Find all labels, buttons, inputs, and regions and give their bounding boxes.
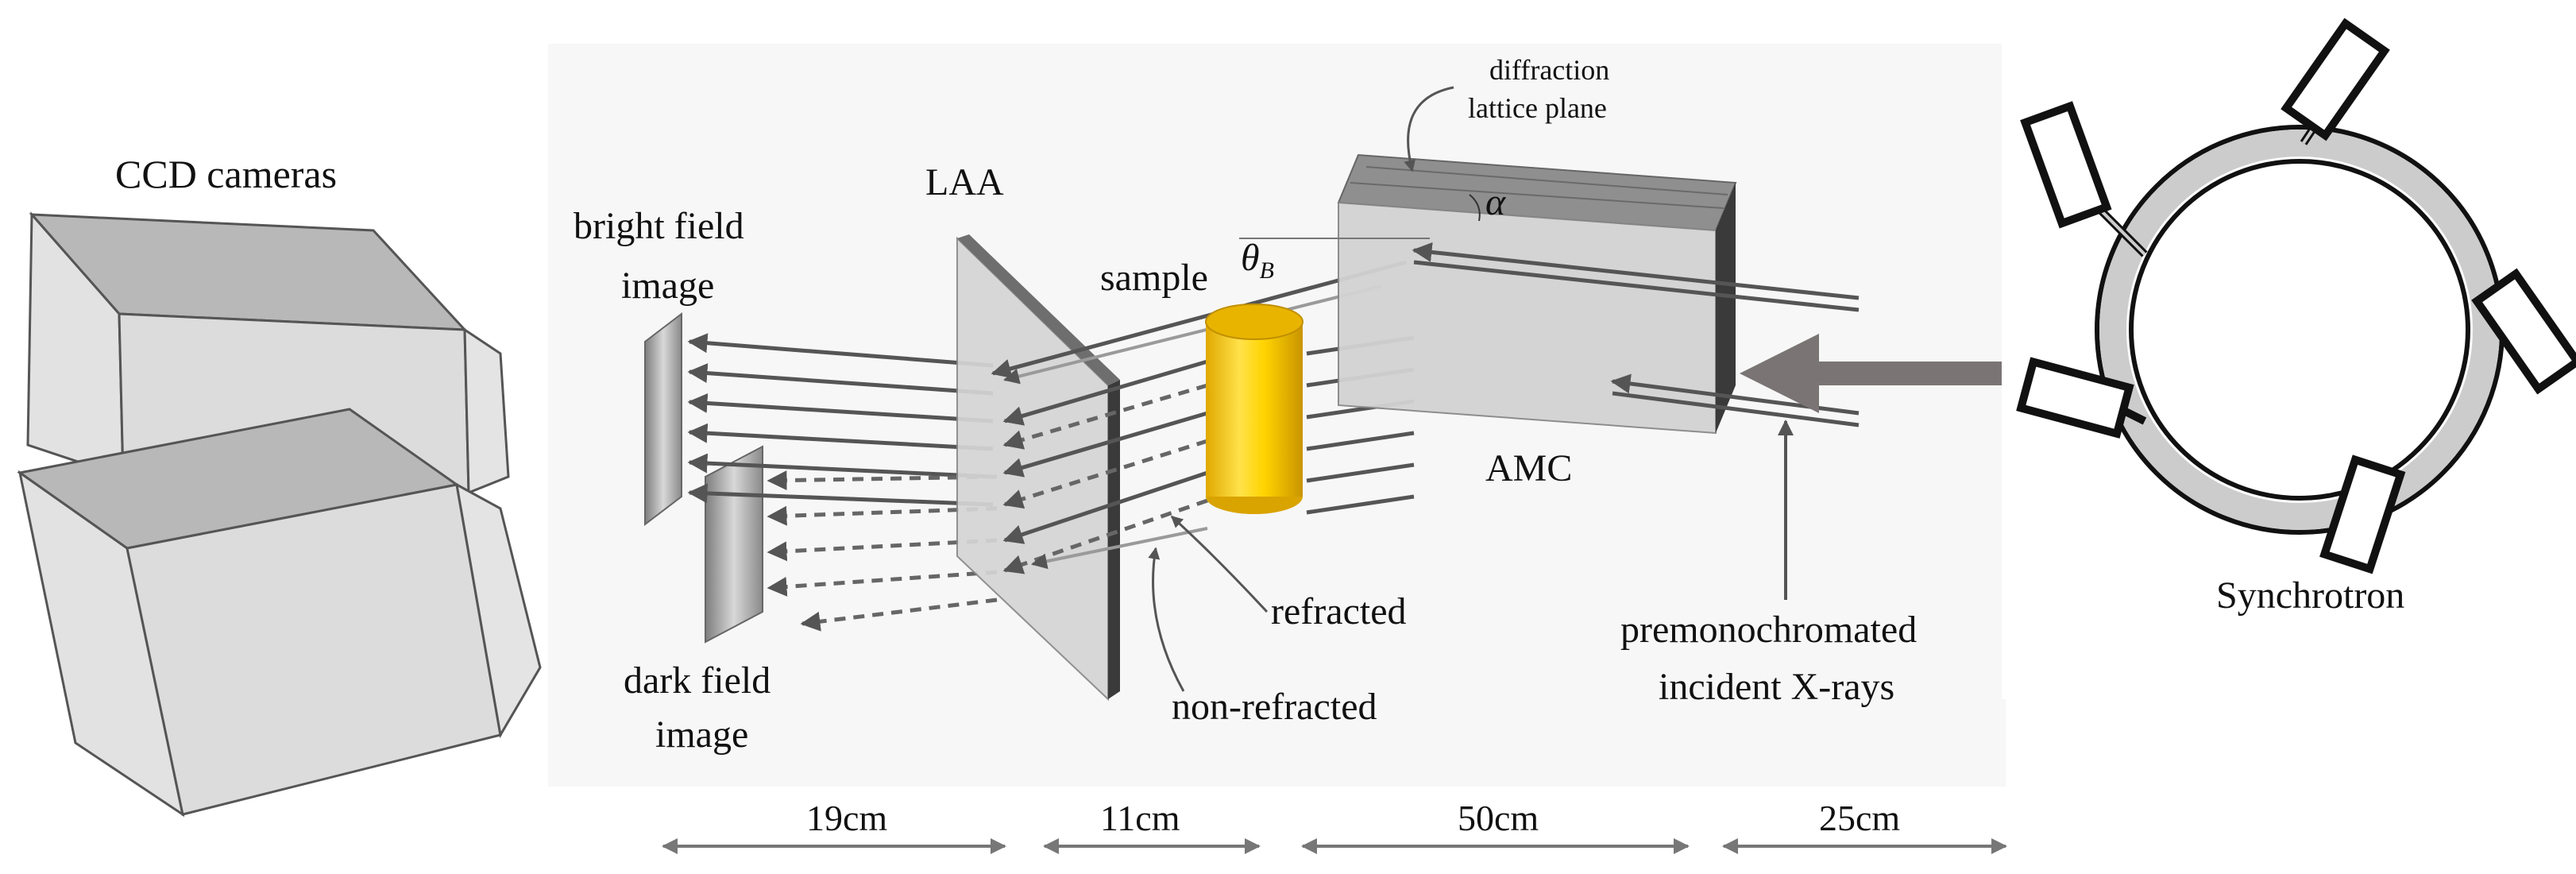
dimension-label: 50cm [1458,798,1539,838]
dimension-label: 11cm [1100,798,1180,838]
bright-field-label-line1: bright field [574,205,744,247]
refracted-label: refracted [1271,590,1407,632]
alpha-label: α [1485,181,1506,223]
diffraction-label-line2: lattice plane [1468,92,1607,124]
alpha-arc [1469,194,1481,222]
beams-to-bright-field [687,333,994,507]
ccd-cameras-label: CCD cameras [115,152,337,196]
synchrotron-ring [2002,24,2576,699]
theta-label: θB [1241,237,1274,284]
synchrotron-beamlines [2016,17,2576,574]
synchrotron-label: Synchrotron [2216,574,2404,617]
dark-field-label-line1: dark field [624,659,770,702]
ccd-camera-bottom [17,408,542,818]
amc-label: AMC [1485,447,1572,489]
non-refracted-pointer [1148,547,1185,692]
laa-label: LAA [925,161,1004,203]
diffraction-pointer [1404,86,1454,172]
bright-field-label-line2: image [621,265,714,307]
dark-field-label-line2: image [655,714,748,756]
non-refracted-label: non-refracted [1172,686,1377,728]
sample-cylinder [1205,304,1303,514]
ccd-cameras: CCD cameras [17,152,542,818]
ccd-camera-top [26,211,510,495]
bright-field-screen [644,311,682,527]
dimension-label: 25cm [1819,798,1900,838]
dimension-row: 19cm 11cm 50cm 25cm [662,798,2007,854]
dimension-label: 19cm [806,798,887,838]
beams-to-dark-field [767,470,998,632]
premono-label-line1: premonochromated [1620,609,1917,651]
beams-sample-to-laa [991,260,1407,574]
refracted-pointer [1170,515,1269,613]
diffraction-label-line1: diffraction [1489,54,1609,86]
sample-label: sample [1100,257,1208,299]
synchrotron-beam-arrow [1740,334,2018,413]
dark-field-screen [705,445,763,644]
premono-label-line2: incident X-rays [1659,666,1894,708]
